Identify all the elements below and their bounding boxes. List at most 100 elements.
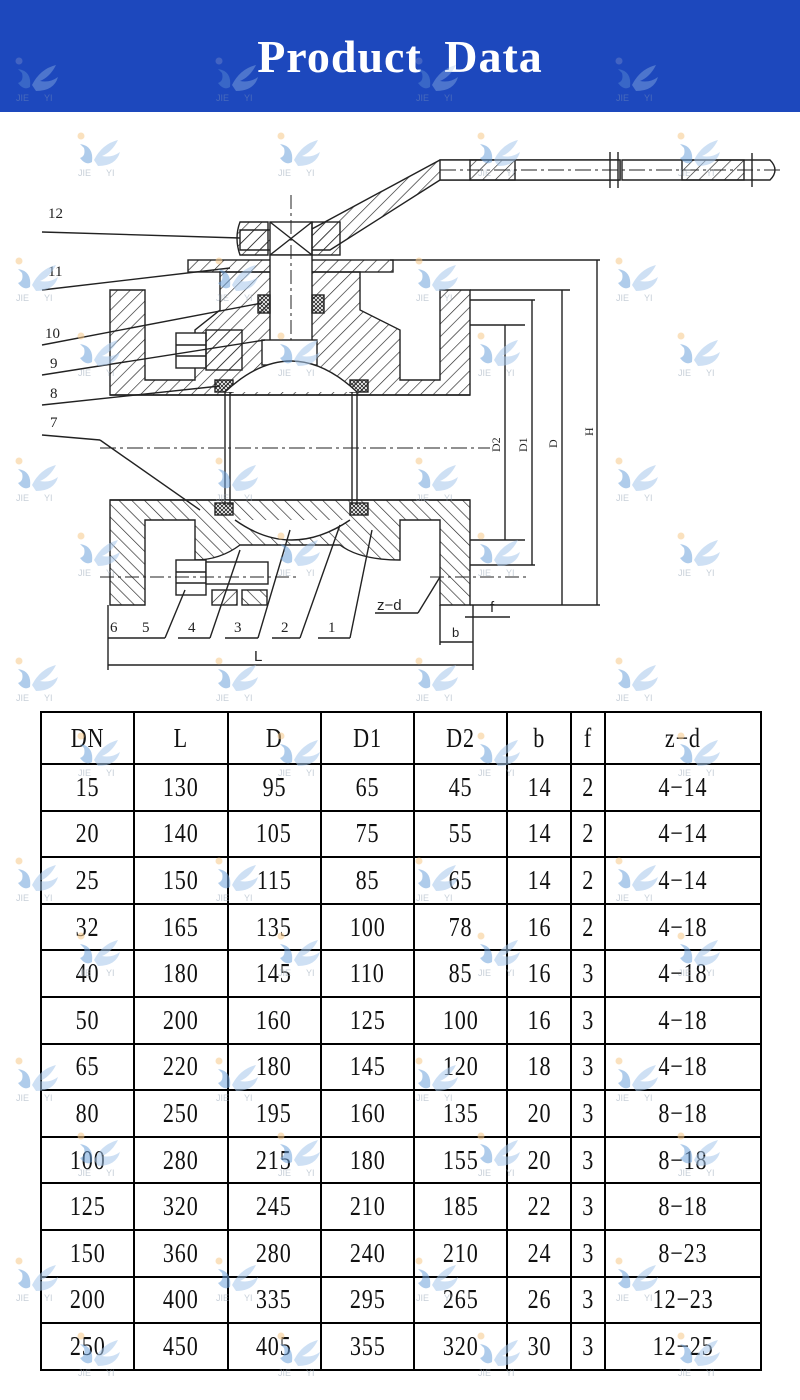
table-cell: 3 [569,1042,606,1092]
header-f: f [569,711,606,765]
table-cell: 120 [413,1042,509,1092]
table-cell: 16 [506,949,572,998]
header-d: D [226,711,322,765]
part-label-7: 7 [50,415,58,431]
table-cell: 115 [226,856,322,905]
table-cell: 50 [39,995,136,1045]
table-cell: 245 [226,1182,322,1231]
table-cell: 150 [39,1228,136,1278]
table-cell: 130 [133,763,229,812]
table-cell: 100 [39,1135,136,1185]
table-cell: 250 [39,1322,136,1371]
dim-label-b: b [452,625,459,640]
table-cell: 75 [319,809,416,859]
part-label-10: 10 [45,326,60,342]
part-label-5: 5 [142,620,150,636]
table-cell: 8−18 [603,1182,763,1231]
table-cell: 55 [413,809,509,859]
part-label-1: 1 [328,620,336,636]
table-cell: 14 [506,856,572,905]
table-cell: 105 [226,809,322,859]
header-l: L [133,711,229,765]
table-cell: 155 [413,1135,509,1185]
part-label-8: 8 [50,386,58,402]
table-cell: 65 [413,856,509,905]
table-cell: 3 [569,1228,606,1278]
table-cell: 150 [133,856,229,905]
dim-label-d: D [546,439,560,448]
table-cell: 3 [569,1182,606,1231]
table-cell: 100 [319,902,416,952]
table-cell: 26 [506,1275,572,1325]
dim-label-h: H [582,427,596,436]
table-cell: 16 [506,902,572,952]
table-cell: 4−14 [603,809,763,859]
part-label-6: 6 [110,620,118,636]
part-label-9: 9 [50,356,58,372]
table-cell: 4−14 [603,856,763,905]
table-cell: 14 [506,763,572,812]
table-cell: 360 [133,1228,229,1278]
table-cell: 185 [413,1182,509,1231]
svg-text:JIE: JIE [16,1293,29,1303]
table-cell: 195 [226,1089,322,1138]
table-cell: 110 [319,949,416,998]
table-cell: 14 [506,809,572,859]
table-cell: 15 [39,763,136,812]
table-cell: 85 [413,949,509,998]
table-cell: 450 [133,1322,229,1371]
table-cell: 30 [506,1322,572,1371]
table-cell: 180 [226,1042,322,1092]
table-cell: 2 [569,902,606,952]
page-title: Product Data [257,31,543,82]
table-cell: 3 [569,1089,606,1138]
table-cell: 135 [413,1089,509,1138]
table-cell: 4−18 [603,1042,763,1092]
table-cell: 3 [569,995,606,1045]
table-cell: 405 [226,1322,322,1371]
table-cell: 2 [569,809,606,859]
table-cell: 78 [413,902,509,952]
table-cell: 320 [133,1182,229,1231]
dim-label-f: f [490,599,495,616]
table-cell: 3 [569,949,606,998]
header-dn: DN [39,711,136,765]
table-cell: 22 [506,1182,572,1231]
table-cell: 95 [226,763,322,812]
table-cell: 145 [319,1042,416,1092]
table-cell: 12−25 [603,1322,763,1371]
table-cell: 125 [39,1182,136,1231]
table-cell: 100 [413,995,509,1045]
table-cell: 400 [133,1275,229,1325]
part-label-3: 3 [234,620,242,636]
table-header-row: DN L D D1 D2 b f z−d [39,711,763,765]
part-label-12: 12 [48,206,63,222]
table-cell: 125 [319,995,416,1045]
table-cell: 220 [133,1042,229,1092]
dim-label-d2: D2 [489,437,503,452]
dim-label-zd: z−d [377,597,402,614]
part-label-2: 2 [281,620,289,636]
table-cell: 25 [39,856,136,905]
table-cell: 280 [226,1228,322,1278]
table-cell: 3 [569,1135,606,1185]
header-b: b [506,711,572,765]
table-cell: 8−18 [603,1135,763,1185]
header-zd: z−d [603,711,763,765]
table-cell: 4−14 [603,763,763,812]
dim-label-d1: D1 [516,437,530,452]
table-cell: 18 [506,1042,572,1092]
table-cell: 180 [133,949,229,998]
table-cell: 20 [39,809,136,859]
table-cell: 335 [226,1275,322,1325]
table-cell: 24 [506,1228,572,1278]
table-cell: 160 [226,995,322,1045]
